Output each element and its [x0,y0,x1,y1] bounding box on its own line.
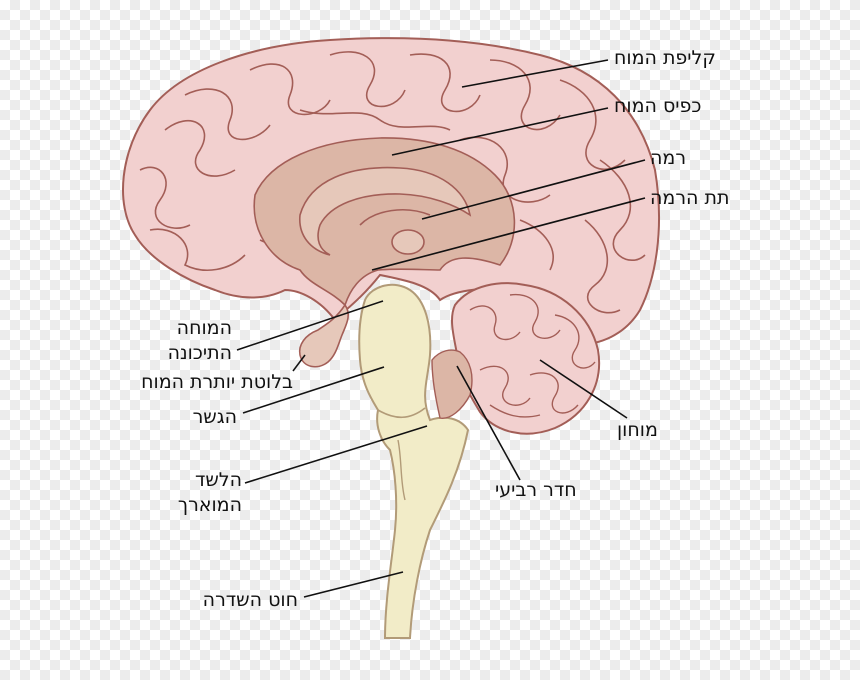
leader-hypothalamus [371,197,646,271]
cerebellum-folia [469,293,596,418]
leader-medulla [244,425,428,484]
label-midbrain-line2: התיכונה [167,342,232,364]
corpus-callosum [299,166,472,256]
fourth-ventricle-region [431,349,473,419]
leader-thalamus [421,159,646,220]
label-hypothalamus: תת הרמה [650,187,730,209]
thalamus-shape [391,229,425,255]
leader-cerebellum [539,359,628,419]
label-fourth-ventricle: חדר רביעי [495,479,577,501]
label-cerebellum: מוחון [617,419,658,441]
fornix-curve [359,209,431,226]
label-midbrain-line1: המוחה [176,317,232,339]
medulla-curve [397,439,406,501]
leader-midbrain [236,300,384,351]
label-spinal-cord: חוט השדרה [202,589,298,611]
leader-pons [242,366,385,414]
pons-curve [377,407,426,419]
label-medulla-line2: המוארך [177,494,242,516]
label-cortex: קליפת המוח [614,47,716,69]
label-thalamus: רמה [650,147,687,169]
label-corpus-callosum: כפיס המוח [614,95,702,117]
leader-pituitary [292,354,306,372]
leader-spinal-cord [303,571,404,598]
label-pons: הגשר [192,406,237,428]
leader-fourth-ventricle [456,365,521,481]
leader-corpus-callosum [391,107,609,156]
inner-region [253,137,516,307]
pituitary-gland [298,303,349,368]
label-pituitary: בלוטת יותרת המוח [141,371,293,393]
leader-cortex [461,59,609,88]
label-medulla-line1: הלשד [194,469,242,491]
brain-stem [358,283,470,639]
